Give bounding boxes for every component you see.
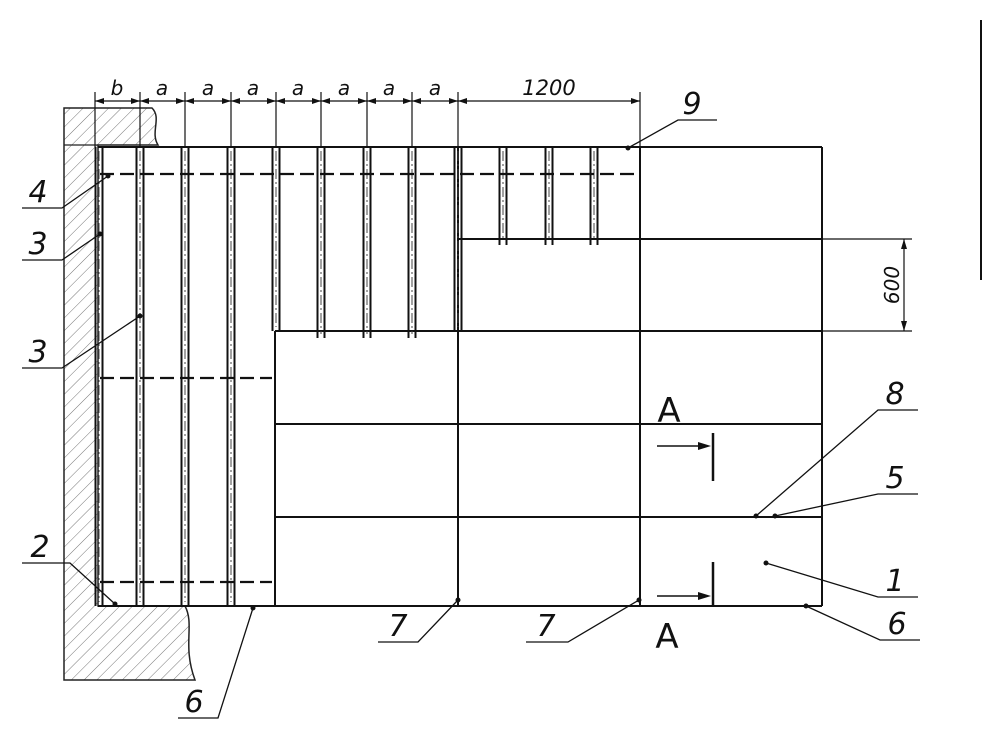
callout-8: 8 [885, 377, 904, 412]
leader-dots [97, 145, 809, 611]
leader-lines [22, 119, 920, 719]
wall [63, 107, 197, 681]
dim-a-5: a [338, 76, 350, 100]
callout-1: 1 [885, 564, 904, 599]
right-dimension [822, 238, 912, 332]
section-label-bottom: A [655, 617, 678, 657]
dim-a-4: a [292, 76, 304, 100]
dim-a-6: a [383, 76, 395, 100]
section-label-top: A [657, 391, 680, 431]
callout-4: 4 [28, 175, 47, 210]
callout-3-top: 3 [28, 227, 47, 262]
right-dimension-arrow-top [901, 239, 907, 249]
stud [94, 147, 104, 606]
stud [453, 147, 463, 331]
top-dimension-arrows [95, 98, 640, 104]
dim-600: 600 [880, 266, 904, 304]
dim-a-3: a [247, 76, 259, 100]
callout-6-right: 6 [887, 607, 906, 642]
dim-a-1: a [156, 76, 168, 100]
dim-1200: 1200 [522, 76, 575, 100]
section-arrow-head-top [698, 442, 711, 450]
stud [135, 147, 145, 606]
callout-7-left: 7 [388, 609, 407, 644]
dim-a-7: a [429, 76, 441, 100]
stud [498, 147, 508, 245]
stud [407, 147, 417, 338]
section-arrows [657, 445, 703, 597]
section-arrow-head-bottom [698, 592, 711, 600]
callout-2: 2 [30, 530, 49, 565]
dim-a-2: a [202, 76, 214, 100]
dim-b: b [111, 76, 124, 100]
stud [316, 147, 326, 338]
callout-7-right: 7 [536, 609, 555, 644]
right-dimension-arrow-bottom [901, 321, 907, 331]
callout-5: 5 [885, 461, 904, 496]
stud [544, 147, 554, 245]
studs [94, 147, 599, 606]
callout-3-middle: 3 [28, 335, 47, 370]
panel-grid [98, 146, 823, 607]
stud [589, 147, 599, 245]
stud [362, 147, 372, 338]
dashed-rails [100, 172, 636, 584]
stud [226, 147, 236, 606]
callout-6-left: 6 [184, 685, 203, 720]
callout-9: 9 [682, 87, 701, 122]
stud [180, 147, 190, 606]
stud [271, 147, 281, 331]
